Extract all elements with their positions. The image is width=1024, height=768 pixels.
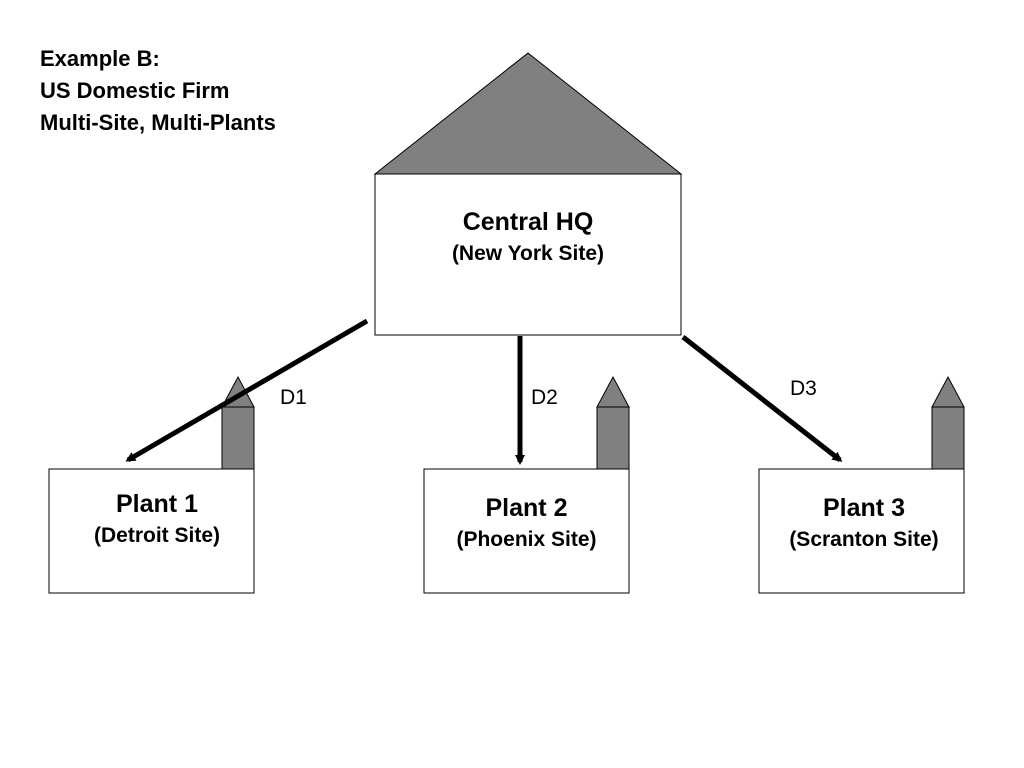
title-line-3: Multi-Site, Multi-Plants: [40, 110, 276, 135]
edge-label-d1: D1: [280, 386, 307, 409]
plant-2-name: Plant 2: [485, 494, 568, 522]
arrow-d1: [125, 318, 369, 463]
title-line-2: US Domestic Firm: [40, 78, 230, 103]
plant-2-chimney: [596, 406, 630, 470]
arrow-d3: [681, 335, 843, 462]
plant-3-name: Plant 3: [823, 494, 905, 522]
hq-name: Central HQ: [462, 208, 594, 236]
edge-label-d2: D2: [531, 386, 558, 409]
title-line-1: Example B:: [40, 46, 160, 71]
diagram-title: Example B: US Domestic Firm Multi-Site, …: [40, 43, 276, 139]
plant-3-site: (Scranton Site): [789, 528, 939, 551]
hq-roof: [373, 52, 683, 175]
plant-2-box: [423, 468, 630, 594]
hq-site: (New York Site): [451, 242, 605, 265]
plant-3-box: [758, 468, 965, 594]
plant-3-chimney: [931, 406, 965, 470]
plant-1-box: [48, 468, 255, 594]
plant-3-chimney-tip: [931, 375, 965, 408]
plant-1-label: Plant 1 (Detroit Site): [49, 488, 265, 552]
plant-2-site: (Phoenix Site): [456, 528, 597, 551]
plant-2-label: Plant 2 (Phoenix Site): [424, 492, 629, 556]
plant-2-chimney-tip: [596, 375, 630, 408]
hq-label: Central HQ (New York Site): [375, 206, 681, 270]
hq-box: [374, 173, 682, 336]
plant-1-chimney: [221, 406, 255, 470]
edge-label-d3: D3: [790, 377, 817, 400]
plant-3-label: Plant 3 (Scranton Site): [759, 492, 969, 556]
plant-1-name: Plant 1: [116, 490, 198, 518]
plant-1-site: (Detroit Site): [94, 524, 220, 547]
